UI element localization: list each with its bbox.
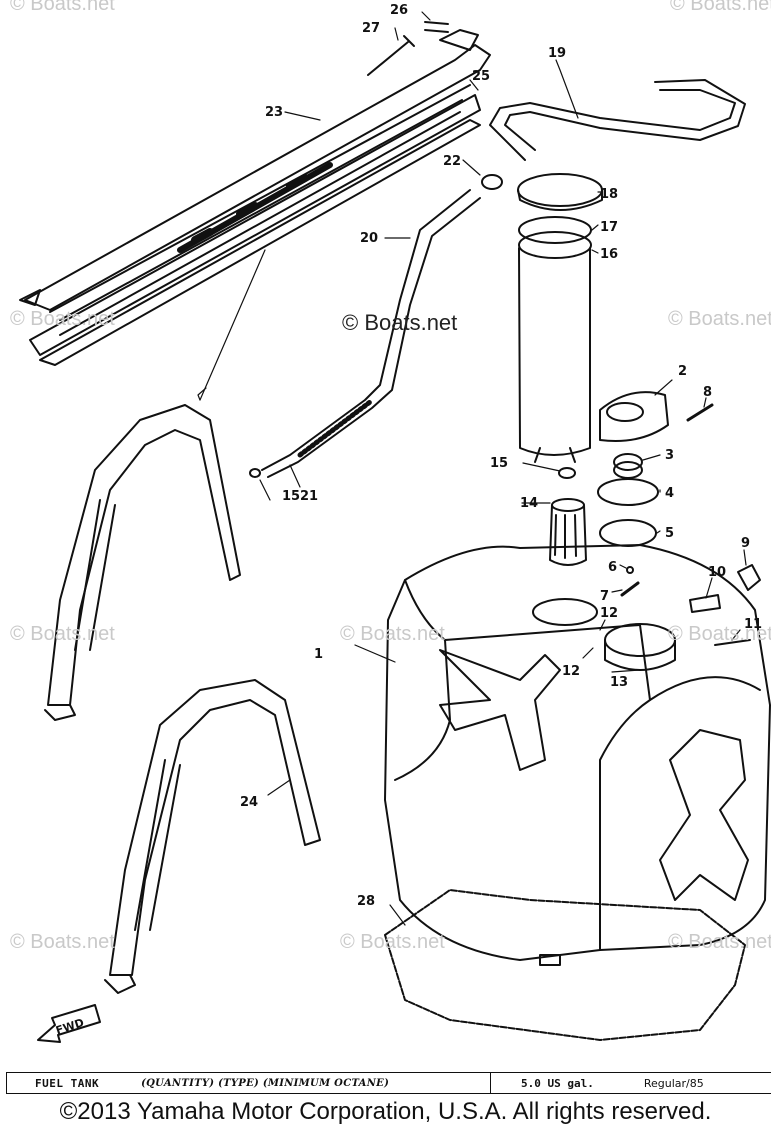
watermark: © Boats.net [340,931,445,953]
spec-fields: (QUANTITY) (TYPE) (MINIMUM OCTANE) [141,1077,390,1089]
callout-18: 18 [600,187,618,202]
callout-12b: 12 [562,664,580,679]
callout-28: 28 [357,894,375,909]
fuel-tank [384,544,771,961]
callout-14: 14 [520,496,538,511]
callout-19: 19 [548,46,566,61]
callout-11: 11 [744,617,762,632]
watermarks: © Boats.net © Boats.net © Boats.net © Bo… [10,0,771,953]
rear-strap [44,404,241,721]
callout-17: 17 [600,220,618,235]
fwd-arrow [37,1004,101,1043]
callout-8: 8 [703,385,712,400]
callout-15a: 15 [490,456,508,471]
callout-7: 7 [600,589,609,604]
leader-lines [197,11,747,926]
callout-22: 22 [443,154,461,169]
top-bracket-assembly [19,29,491,366]
spec-title: FUEL TANK [35,1076,100,1090]
pin [424,21,449,33]
callout-2: 2 [678,364,687,379]
watermark: © Boats.net [668,623,771,645]
callout-13: 13 [610,675,628,690]
spec-right: 5.0 US gal. Regular/85 [491,1073,704,1093]
callout-15b: 15 [282,489,300,504]
callout-10: 10 [708,565,726,580]
watermark: © Boats.net [10,308,115,330]
watermark: © Boats.net [10,623,115,645]
watermark: © Boats.net [340,623,445,645]
tank-mat [384,889,746,1041]
fuel-pickup-assembly [517,173,603,463]
callout-12a: 12 [600,606,618,621]
vent-hose [489,79,746,161]
fuel-cap [599,391,669,442]
parts-diagram: 1 2 3 4 5 6 7 8 9 10 11 12 12 13 14 15 1… [10,0,771,1043]
callout-6: 6 [608,560,617,575]
bolt [367,35,415,76]
spec-octane: Regular/85 [643,1076,704,1090]
front-strap [104,679,321,994]
fwd-label: FWD [54,1016,85,1037]
callout-25: 25 [472,69,490,84]
watermark: © Boats.net [670,0,771,15]
fitting [737,564,761,591]
screw [620,581,640,597]
spec-capacity: 5.0 US gal. [521,1076,594,1090]
callout-24: 24 [240,795,258,810]
hose-clamp [481,174,503,190]
watermark: © Boats.net [668,931,771,953]
callout-3: 3 [665,448,674,463]
spec-bar: FUEL TANK (QUANTITY) (TYPE) (MINIMUM OCT… [6,1072,771,1094]
callout-21: 21 [300,489,318,504]
callout-26: 26 [390,3,408,18]
cap-plate [597,478,659,506]
shaft [714,639,751,646]
fuel-filter [549,498,587,566]
cap-spring [613,453,643,479]
callout-9: 9 [741,536,750,551]
callout-5: 5 [665,526,674,541]
callout-23: 23 [265,105,283,120]
cap-bolt [686,403,714,422]
copyright-notice: ©2013 Yamaha Motor Corporation, U.S.A. A… [59,1098,712,1125]
hose-clip-small [249,468,261,478]
cap-gasket [599,519,657,547]
callout-27: 27 [362,21,380,36]
fuel-hose [261,189,481,478]
callout-1: 1 [314,647,323,662]
hose-clip [558,467,576,479]
callout-4: 4 [665,486,674,501]
watermark: © Boats.net [668,308,771,330]
watermark-main: © Boats.net [342,310,457,335]
watermark: © Boats.net [10,0,115,15]
o-ring [626,566,634,574]
watermark: © Boats.net [10,931,115,953]
bracket-small [689,594,721,613]
callout-20: 20 [360,231,378,246]
spec-left: FUEL TANK (QUANTITY) (TYPE) (MINIMUM OCT… [7,1073,491,1093]
callouts: 1 2 3 4 5 6 7 8 9 10 11 12 12 13 14 15 1… [240,3,762,909]
callout-16: 16 [600,247,618,262]
